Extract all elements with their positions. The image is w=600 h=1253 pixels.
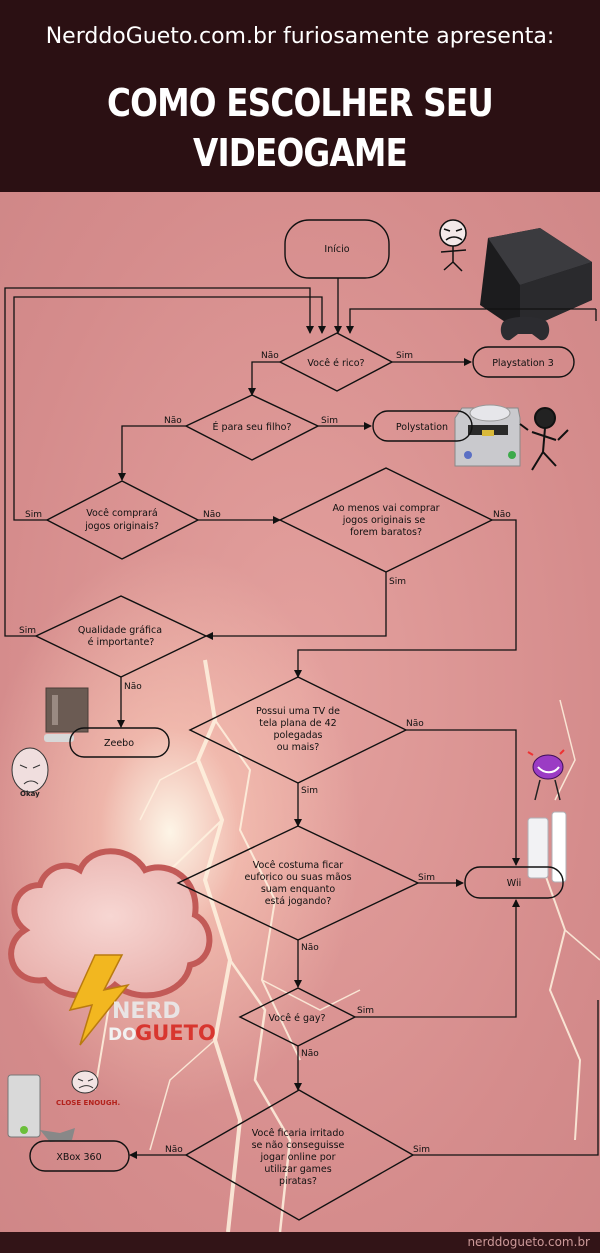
decision-rico: Você é rico? — [278, 332, 394, 392]
q-tv-1: Possui uma TV de — [256, 706, 340, 717]
q-irritado-4: utilizar games — [264, 1164, 331, 1175]
q-euforico-2: euforico ou suas mãos — [244, 872, 351, 883]
result-ps3: Playstation 3 — [472, 346, 575, 378]
q-irritado-5: piratas? — [279, 1176, 317, 1187]
label-baratos-nao: Não — [493, 510, 511, 520]
label-irritado-sim: Sim — [413, 1145, 430, 1155]
label-tv-nao: Não — [406, 719, 424, 729]
q-rico: Você é rico? — [307, 358, 364, 369]
wii-label: Wii — [507, 878, 521, 889]
q-originais-2: jogos originais? — [84, 521, 159, 532]
q-originais-1: Você comprará — [86, 508, 157, 519]
label-filho-sim: Sim — [321, 416, 338, 426]
q-irritado-3: jogar online por — [260, 1152, 336, 1163]
logo-gueto: GUETO — [135, 1021, 216, 1045]
trollface-icon — [527, 749, 565, 801]
q-irritado-1: Você ficaria irritado — [252, 1128, 345, 1139]
footer-url[interactable]: nerddogueto.com.br — [467, 1235, 590, 1249]
decision-euforico: Você costuma ficar euforico ou suas mãos… — [176, 825, 420, 941]
label-gay-sim: Sim — [357, 1006, 374, 1016]
logo-do: DO — [108, 1025, 137, 1045]
xbox-label: XBox 360 — [56, 1152, 101, 1163]
okay-meme-icon: Okay — [11, 747, 49, 798]
footer-bar: nerddogueto.com.br — [0, 1232, 600, 1253]
node-start: Início — [284, 219, 390, 279]
label-euforico-nao: Não — [301, 943, 319, 953]
result-zeebo: Zeebo — [69, 727, 170, 758]
q-filho: É para seu filho? — [213, 421, 292, 433]
close-enough-meme-icon: CLOSE ENOUGH. — [56, 1070, 120, 1107]
nerd-do-gueto-logo: NERD DO GUETO — [8, 848, 216, 1046]
label-irritado-nao: Não — [165, 1145, 183, 1155]
connectors — [4, 278, 599, 1159]
q-tv-4: ou mais? — [277, 742, 320, 753]
polystation-label: Polystation — [396, 422, 448, 433]
label-grafica-sim: Sim — [19, 626, 36, 636]
label-baratos-sim: Sim — [389, 577, 406, 587]
q-euforico-4: está jogando? — [265, 896, 332, 907]
q-euforico-1: Você costuma ficar — [253, 860, 344, 871]
label-rico-nao: Não — [261, 351, 279, 361]
title-line-1: COMO ESCOLHER SEU — [107, 81, 494, 125]
q-irritado-2: se não conseguisse — [252, 1140, 345, 1151]
zeebo-label: Zeebo — [104, 738, 134, 749]
decision-irritado: Você ficaria irritado se não conseguisse… — [184, 1089, 415, 1221]
q-baratos-2: jogos originais se — [342, 515, 426, 526]
decision-filho: É para seu filho? — [184, 394, 320, 461]
connector-labels: Sim Não Sim Não Não Sim Não Sim Sim Não … — [19, 351, 511, 1155]
decision-baratos: Ao menos vai comprar jogos originais se … — [278, 467, 494, 573]
q-tv-2: tela plana de 42 — [259, 718, 336, 729]
decision-gay: Você é gay? — [238, 987, 357, 1047]
page-title: COMO ESCOLHER SEU VIDEOGAME — [42, 78, 558, 178]
result-polystation: Polystation — [372, 410, 473, 442]
forever-alone-meme-icon — [439, 219, 467, 272]
label-euforico-sim: Sim — [418, 873, 435, 883]
label-gay-nao: Não — [301, 1049, 319, 1059]
polystation-console-icon — [454, 404, 521, 467]
label-tv-sim: Sim — [301, 786, 318, 796]
label-rico-sim: Sim — [396, 351, 413, 361]
result-wii: Wii — [464, 866, 564, 899]
okay-text: Okay — [20, 790, 40, 798]
q-baratos-1: Ao menos vai comprar — [332, 503, 439, 514]
label-originais-sim: Sim — [25, 510, 42, 520]
site-line: NerddoGueto.com.br furiosamente apresent… — [45, 24, 555, 49]
q-baratos-3: forem baratos? — [350, 527, 422, 538]
result-xbox: XBox 360 — [29, 1140, 130, 1172]
flowchart: NERD DO GUETO — [4, 219, 600, 1233]
flowchart-canvas: NERD DO GUETO — [0, 192, 600, 1233]
label-grafica-nao: Não — [124, 682, 142, 692]
header-banner: NerddoGueto.com.br furiosamente apresent… — [0, 0, 600, 192]
decision-grafica: Qualidade gráfica é importante? — [34, 595, 208, 678]
q-grafica-2: é importante? — [88, 637, 155, 648]
dancing-meme-icon — [519, 407, 569, 471]
title-line-2: VIDEOGAME — [193, 131, 408, 175]
q-euforico-3: suam enquanto — [261, 884, 336, 895]
decision-tv: Possui uma TV de tela plana de 42 polega… — [188, 676, 408, 784]
q-grafica-1: Qualidade gráfica — [78, 625, 162, 636]
wii-console-icon — [527, 811, 567, 883]
decision-originais: Você comprará jogos originais? — [45, 480, 200, 560]
label-filho-nao: Não — [164, 416, 182, 426]
close-enough-text: CLOSE ENOUGH. — [56, 1099, 120, 1107]
q-gay: Você é gay? — [268, 1013, 325, 1024]
xbox-console-icon — [7, 1074, 75, 1142]
label-originais-nao: Não — [203, 510, 221, 520]
zeebo-console-icon — [44, 687, 89, 742]
ps3-label: Playstation 3 — [492, 358, 554, 369]
q-tv-3: polegadas — [274, 730, 323, 741]
ps3-console-icon — [480, 228, 592, 341]
start-label: Início — [324, 244, 349, 255]
logo-nerd: NERD — [112, 999, 181, 1024]
